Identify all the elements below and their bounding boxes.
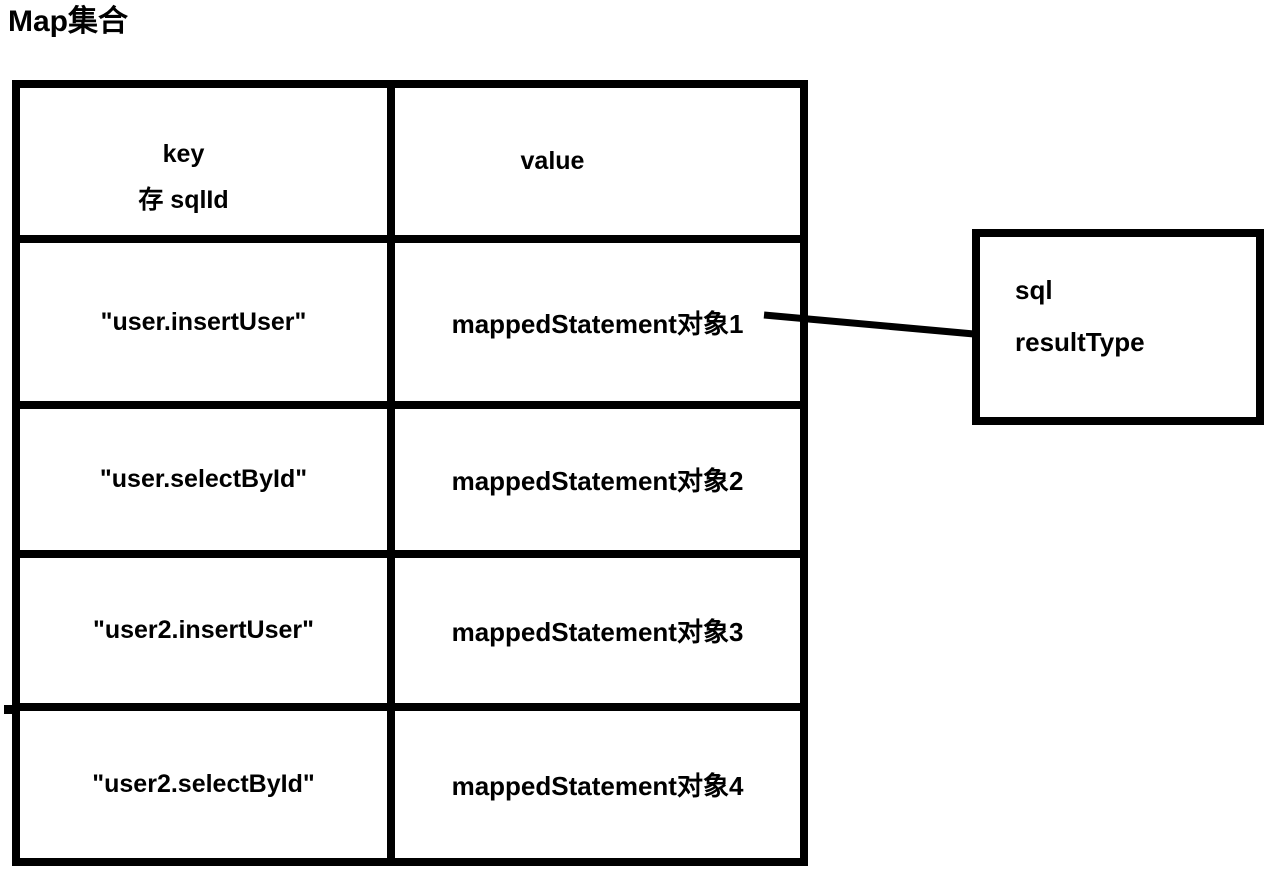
table-row-key: "user2.insertUser" [20,558,395,711]
table-row-key: "user.insertUser" [20,243,395,409]
mapped-statement-detail-box: sql resultType [972,229,1264,425]
table-row-value: mappedStatement对象3 [395,558,800,711]
map-table: key 存 sqlId value "user.insertUser" mapp… [12,80,808,866]
header-key-sublabel: 存 sqlId [138,185,229,214]
page-title: Map集合 [8,5,128,38]
table-header-value-cell: value [395,88,800,243]
table-row-key: "user.selectById" [20,409,395,558]
table-row-value: mappedStatement对象2 [395,409,800,558]
header-key-label: key [162,139,205,168]
side-box-resulttype-label: resultType [1015,327,1145,357]
table-row-value: mappedStatement对象4 [451,771,744,801]
stray-mark [4,705,13,714]
table-header-key-cell: key 存 sqlId [20,88,395,243]
table-row-value: mappedStatement对象1 [395,243,800,409]
side-box-sql-label: sql [1015,275,1053,305]
table-row-key: "user2.selectById" [20,711,395,858]
